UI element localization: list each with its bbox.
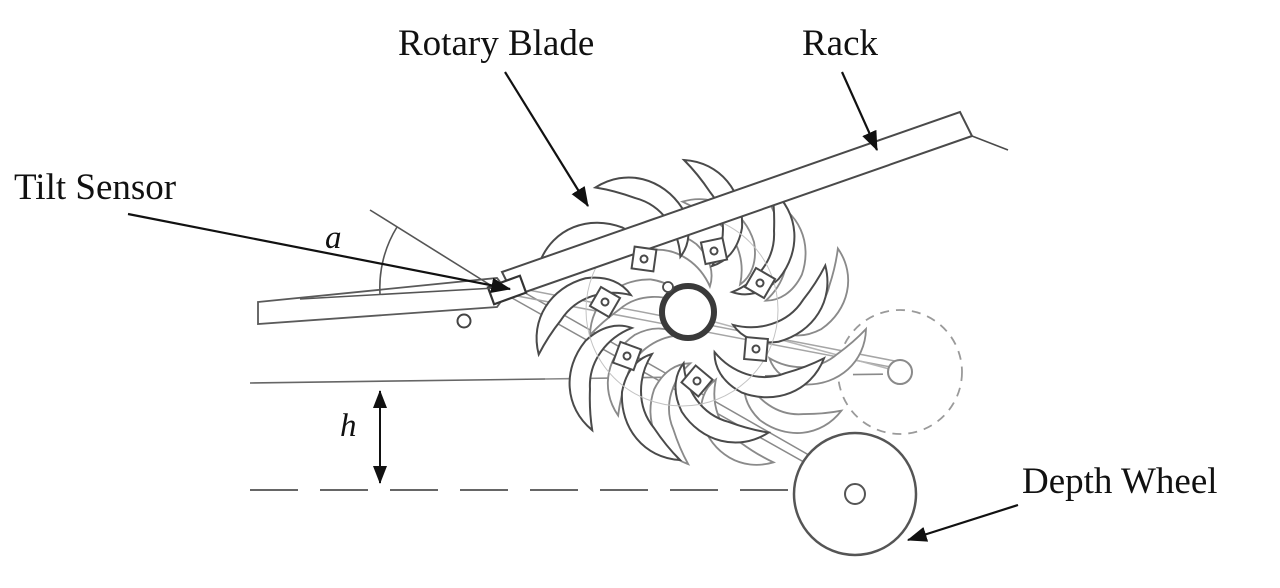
- rotary-blade-leader: [504, 71, 589, 207]
- blade-hub: [659, 281, 717, 341]
- depth-wheel-leader: [906, 503, 1019, 542]
- label-angle-a: a: [325, 220, 342, 256]
- rack-leader: [840, 71, 879, 152]
- depth-wheel: [792, 431, 918, 557]
- blade-mounting-plates: [588, 236, 777, 398]
- frame-pivot-hole: [456, 313, 472, 329]
- label-height-h: h: [340, 408, 357, 444]
- leader-arrows: [127, 71, 1019, 542]
- ghost-depth-wheel: [837, 309, 963, 435]
- label-rotary-blade: Rotary Blade: [398, 23, 595, 64]
- label-depth-wheel: Depth Wheel: [1022, 461, 1218, 502]
- label-rack: Rack: [802, 23, 879, 64]
- tilt-sensor-leader: [127, 212, 512, 293]
- angle-construction: [299, 209, 496, 300]
- label-tilt-sensor: Tilt Sensor: [14, 167, 177, 208]
- angle-arc: [379, 226, 398, 295]
- frame-arm: [257, 277, 510, 329]
